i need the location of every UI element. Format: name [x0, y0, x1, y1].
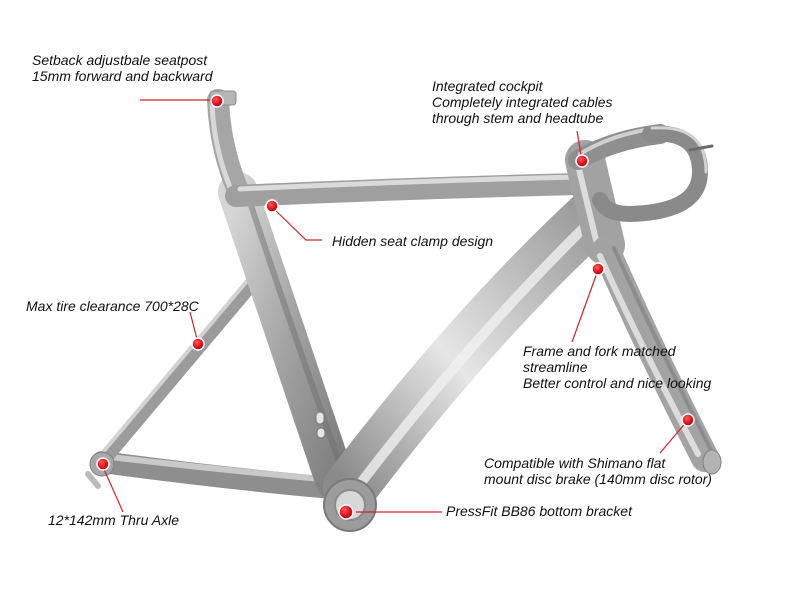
- callout-cockpit-line-2: Completely integrated cables: [432, 94, 613, 110]
- top-tube: [225, 173, 591, 207]
- callout-bottom-bracket: PressFit BB86 bottom bracket: [446, 503, 632, 519]
- callout-cockpit-line-1: Integrated cockpit: [432, 78, 543, 94]
- thru-axle-tip: [85, 471, 101, 489]
- brake-cable: [688, 144, 714, 152]
- leader-seat-clamp: [271, 206, 322, 241]
- callout-tire-clearance-line-1: Max tire clearance 700*28C: [26, 298, 199, 314]
- callout-tire-clearance: Max tire clearance 700*28C: [26, 298, 199, 314]
- bottle-mount: [315, 411, 325, 425]
- callout-thru-axle: 12*142mm Thru Axle: [48, 512, 179, 528]
- callout-seat-clamp-line-1: Hidden seat clamp design: [332, 233, 494, 249]
- fork: [592, 236, 719, 472]
- marker-bb-dot: [338, 504, 354, 520]
- handlebar: [592, 125, 708, 222]
- leader-fork: [571, 269, 599, 343]
- callout-fork-line-2: streamline: [523, 359, 588, 375]
- callout-disc-brake: Compatible with Shimano flat mount disc …: [484, 455, 712, 487]
- marker-axle-dot: [96, 457, 110, 471]
- callout-seat-clamp: Hidden seat clamp design: [332, 233, 493, 249]
- marker-fork-dot: [591, 262, 605, 276]
- frame: [85, 89, 722, 532]
- marker-seatpost-dot: [210, 94, 224, 108]
- leader-disc: [659, 419, 689, 454]
- callout-seatpost-line-1: Setback adjustbale seatpost: [32, 52, 208, 68]
- leader-lines: [102, 99, 689, 513]
- leader-axle: [102, 466, 124, 513]
- callout-cockpit: Integrated cockpit Completely integrated…: [432, 78, 613, 126]
- callout-disc-brake-line-2: mount disc brake (140mm disc rotor): [484, 471, 712, 487]
- callout-thru-axle-line-1: 12*142mm Thru Axle: [48, 512, 179, 528]
- callout-disc-brake-line-1: Compatible with Shimano flat: [484, 455, 666, 471]
- callout-fork-line-1: Frame and fork matched: [523, 343, 676, 359]
- marker-cockpit-dot: [575, 154, 589, 168]
- callout-cockpit-line-3: through stem and headtube: [432, 110, 604, 126]
- marker-seat-clamp-dot: [265, 199, 279, 213]
- seat-stay: [95, 265, 269, 469]
- fork-dropout: [702, 449, 722, 475]
- chain-stay: [91, 451, 343, 499]
- callout-bottom-bracket-line-1: PressFit BB86 bottom bracket: [446, 503, 632, 519]
- marker-tire-dot: [191, 337, 205, 351]
- callout-fork-line-3: Better control and nice looking: [523, 375, 712, 391]
- markers: [96, 94, 695, 520]
- marker-disc-dot: [681, 413, 695, 427]
- callout-seatpost: Setback adjustbale seatpost 15mm forward…: [32, 52, 213, 84]
- callout-fork: Frame and fork matched streamline Better…: [523, 343, 711, 391]
- callout-seatpost-line-2: 15mm forward and backward: [32, 68, 213, 84]
